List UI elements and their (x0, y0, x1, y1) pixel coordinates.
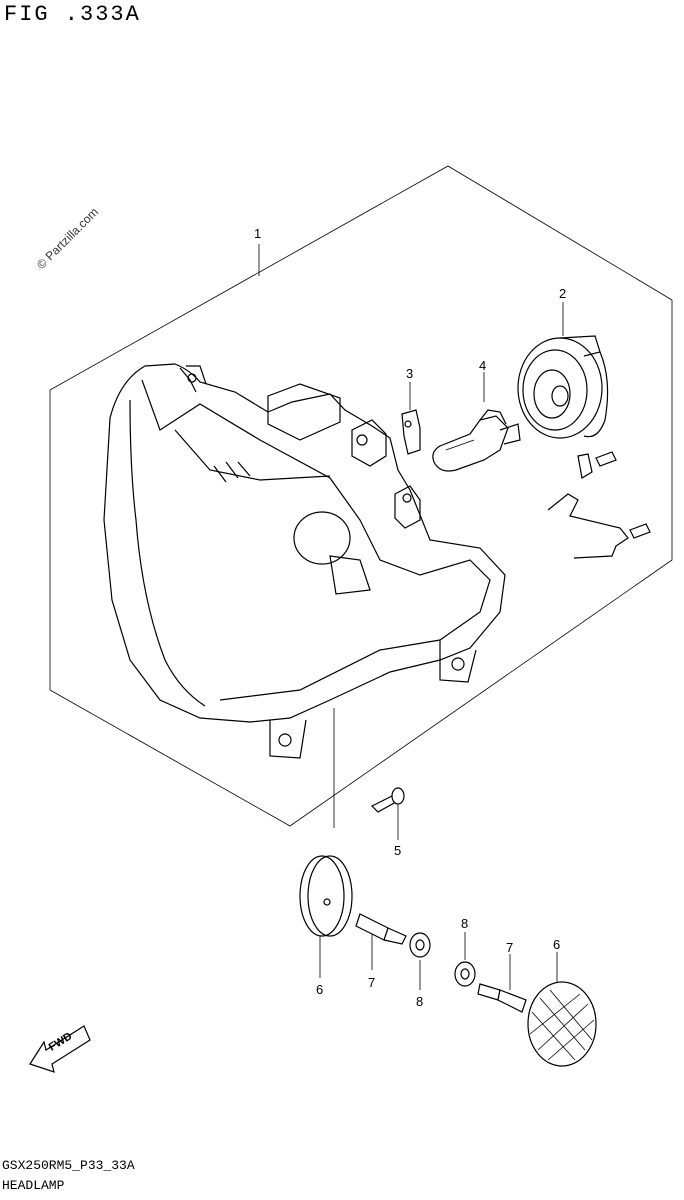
adjuster-bolt-left (355, 913, 407, 945)
callout-5: 5 (394, 843, 402, 858)
figure-title: FIG .333A (4, 2, 141, 27)
headlamp-housing (103, 363, 506, 828)
callout-1: 1 (254, 226, 262, 241)
washer-left (409, 932, 431, 958)
callout-8-right: 8 (461, 916, 469, 931)
washer-right (454, 961, 476, 987)
bracket-screw (577, 451, 617, 479)
callout-8-left: 8 (416, 994, 424, 1009)
callout-2: 2 (559, 286, 567, 301)
fwd-arrow-icon (29, 1025, 91, 1073)
grille-cover-right (527, 981, 597, 1067)
model-code: GSX250RM5_P33_33A (2, 1158, 135, 1173)
callout-4: 4 (479, 358, 487, 373)
callout-7-right: 7 (506, 940, 514, 955)
wire-spring (547, 493, 651, 559)
adjuster-bolt-right (477, 983, 527, 1013)
socket-cover (517, 335, 609, 439)
callout-7-left: 7 (368, 975, 376, 990)
section-name: HEADLAMP (2, 1178, 65, 1193)
callout-3: 3 (406, 366, 414, 381)
bulb-clip (401, 409, 421, 455)
tapping-screw (370, 787, 405, 813)
halogen-bulb (432, 409, 521, 472)
callout-6-left: 6 (316, 982, 324, 997)
cover-disc-left (299, 855, 353, 937)
assembly-frame (49, 165, 673, 827)
callout-6-right: 6 (553, 937, 561, 952)
